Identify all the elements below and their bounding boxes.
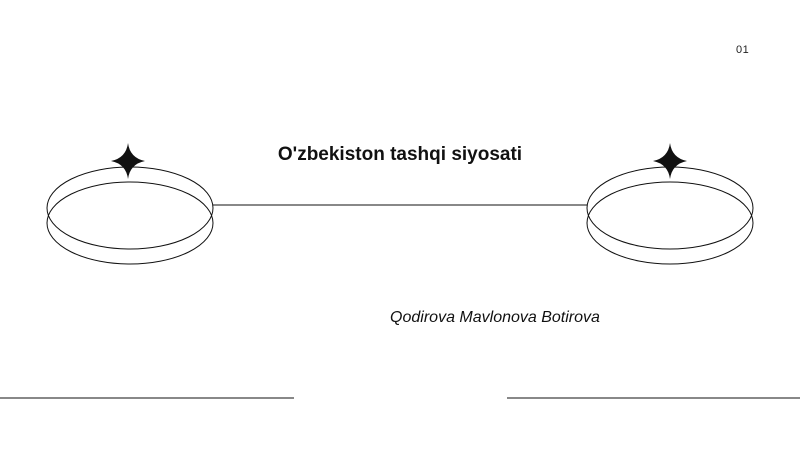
authors-text: Qodirova Mavlonova Botirova <box>390 309 600 326</box>
slide-title: O'zbekiston tashqi siyosati <box>277 144 523 165</box>
page-number: 01 <box>736 44 750 56</box>
left-orbit-ring-icon <box>46 166 214 265</box>
left-sparkle-star-icon <box>111 143 145 179</box>
right-orbit-ring-icon <box>586 166 754 265</box>
right-sparkle-star-icon <box>653 143 687 179</box>
